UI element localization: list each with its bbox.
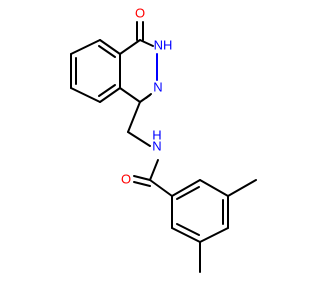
bond xyxy=(171,227,201,243)
bond xyxy=(119,87,141,103)
bond xyxy=(70,87,101,103)
bond xyxy=(127,101,141,133)
bond xyxy=(199,227,229,243)
amide-oxygen-label: O xyxy=(121,171,131,186)
amide-nitrogen-label: N xyxy=(152,138,161,153)
bond xyxy=(176,186,200,200)
bond xyxy=(98,84,116,97)
bond xyxy=(176,223,200,236)
methyl-groups xyxy=(199,179,257,273)
bond xyxy=(119,39,141,55)
bond xyxy=(145,93,152,99)
bond xyxy=(99,87,121,103)
amide-hydrogen-label: H xyxy=(152,127,161,142)
carbonyl-oxygen-label: O xyxy=(135,5,145,20)
bond xyxy=(133,175,151,181)
ring-carbonyl xyxy=(136,21,144,41)
amide-group xyxy=(133,159,173,197)
bond xyxy=(139,39,154,47)
bond xyxy=(133,181,151,187)
bond xyxy=(99,39,121,55)
structure-canvas: O NH N N H O xyxy=(70,5,257,273)
bond xyxy=(149,179,173,197)
fused-benzene-ring xyxy=(70,39,121,103)
molecule-diagram: O NH N N H O xyxy=(70,5,257,273)
bond xyxy=(171,179,201,197)
dimethylphenyl-ring xyxy=(171,179,229,243)
ring-nitrogen-label: N xyxy=(153,79,162,94)
bond xyxy=(127,131,151,147)
pyridazinone-ring xyxy=(119,39,158,103)
bond xyxy=(227,179,257,197)
bond xyxy=(70,39,101,55)
methylene-linker xyxy=(127,101,151,147)
bond xyxy=(98,45,116,58)
bond xyxy=(149,159,159,181)
ring-nh-label: NH xyxy=(154,37,173,52)
bond xyxy=(199,179,229,197)
